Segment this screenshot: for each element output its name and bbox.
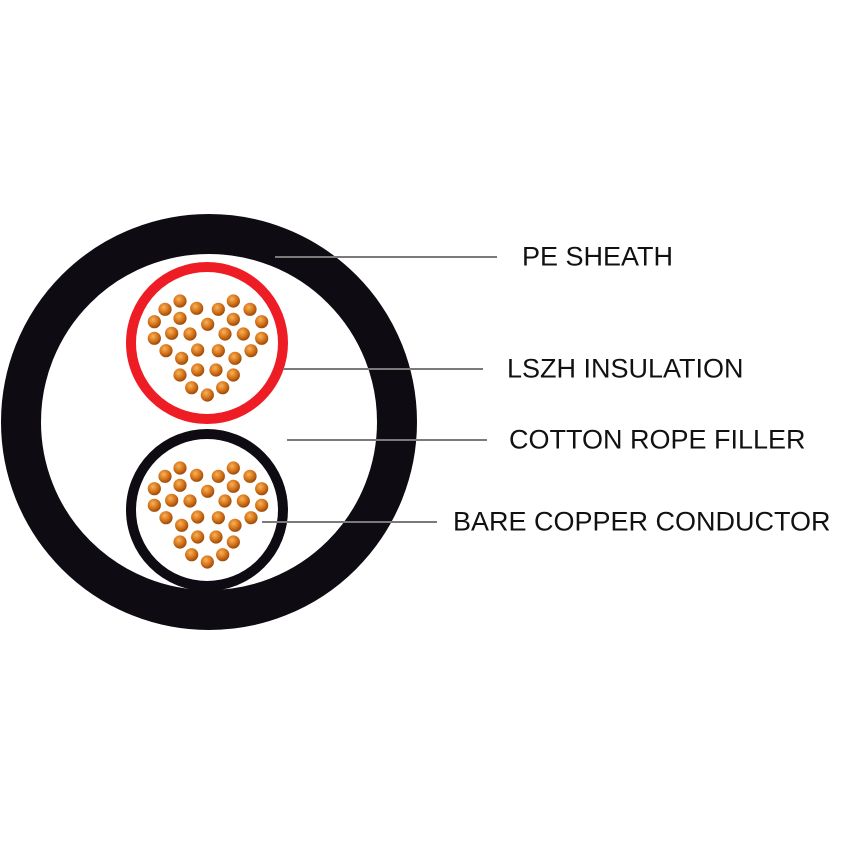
copper-strand	[255, 331, 269, 345]
copper-conductor-core-2	[147, 461, 269, 569]
copper-strand	[190, 301, 204, 315]
copper-strand	[185, 548, 199, 562]
copper-strand	[211, 302, 225, 316]
copper-strand	[183, 327, 197, 341]
copper-strand	[159, 344, 173, 358]
copper-strand	[244, 511, 258, 525]
copper-strand	[173, 478, 187, 492]
copper-strand	[191, 510, 205, 524]
copper-strand	[158, 469, 172, 483]
pe-sheath	[1, 214, 417, 630]
copper-strand	[158, 302, 172, 316]
copper-strand	[209, 530, 223, 544]
copper-strand	[216, 381, 230, 395]
copper-strand	[226, 535, 240, 549]
copper-strand	[255, 315, 269, 329]
copper-strand	[201, 317, 215, 331]
copper-strand	[226, 461, 240, 475]
copper-strand	[159, 511, 173, 525]
label-lszh-insulation: LSZH INSULATION	[507, 353, 744, 384]
copper-strand	[236, 494, 250, 508]
copper-strand	[175, 351, 189, 365]
copper-strand	[147, 482, 161, 496]
copper-strand	[200, 388, 214, 402]
copper-strand	[173, 311, 187, 325]
copper-strand	[226, 294, 240, 308]
copper-strand	[243, 302, 257, 316]
label-cotton-rope-filler: COTTON ROPE FILLER	[509, 424, 806, 455]
copper-strand	[191, 363, 205, 377]
copper-strand	[175, 518, 189, 532]
copper-strand	[211, 511, 225, 525]
copper-strand	[255, 498, 269, 512]
copper-strand	[226, 479, 240, 493]
copper-strand	[173, 294, 187, 308]
copper-strand	[165, 326, 179, 340]
copper-strand	[147, 498, 161, 512]
copper-strand	[201, 484, 215, 498]
copper-strand	[226, 312, 240, 326]
copper-strand	[226, 368, 240, 382]
copper-strand	[183, 494, 197, 508]
copper-strand	[218, 494, 232, 508]
copper-strand	[173, 535, 187, 549]
copper-strand	[165, 493, 179, 507]
copper-strand	[228, 351, 242, 365]
copper-strand	[209, 363, 223, 377]
copper-strand	[191, 343, 205, 357]
copper-strand	[255, 482, 269, 496]
copper-strand	[147, 315, 161, 329]
copper-strand	[211, 469, 225, 483]
copper-strand	[185, 381, 199, 395]
copper-strand	[147, 331, 161, 345]
label-pe-sheath: PE SHEATH	[522, 241, 674, 272]
copper-conductor-core-1	[147, 294, 269, 402]
copper-strand	[211, 344, 225, 358]
copper-strand	[191, 530, 205, 544]
copper-strand	[173, 368, 187, 382]
copper-strand	[244, 344, 258, 358]
copper-strand	[218, 327, 232, 341]
copper-strand	[190, 468, 204, 482]
copper-strand	[216, 548, 230, 562]
copper-strand	[243, 469, 257, 483]
copper-strand	[236, 327, 250, 341]
copper-strand	[200, 555, 214, 569]
label-bare-copper-conductor: BARE COPPER CONDUCTOR	[453, 506, 831, 537]
copper-strand	[173, 461, 187, 475]
copper-strand	[228, 518, 242, 532]
